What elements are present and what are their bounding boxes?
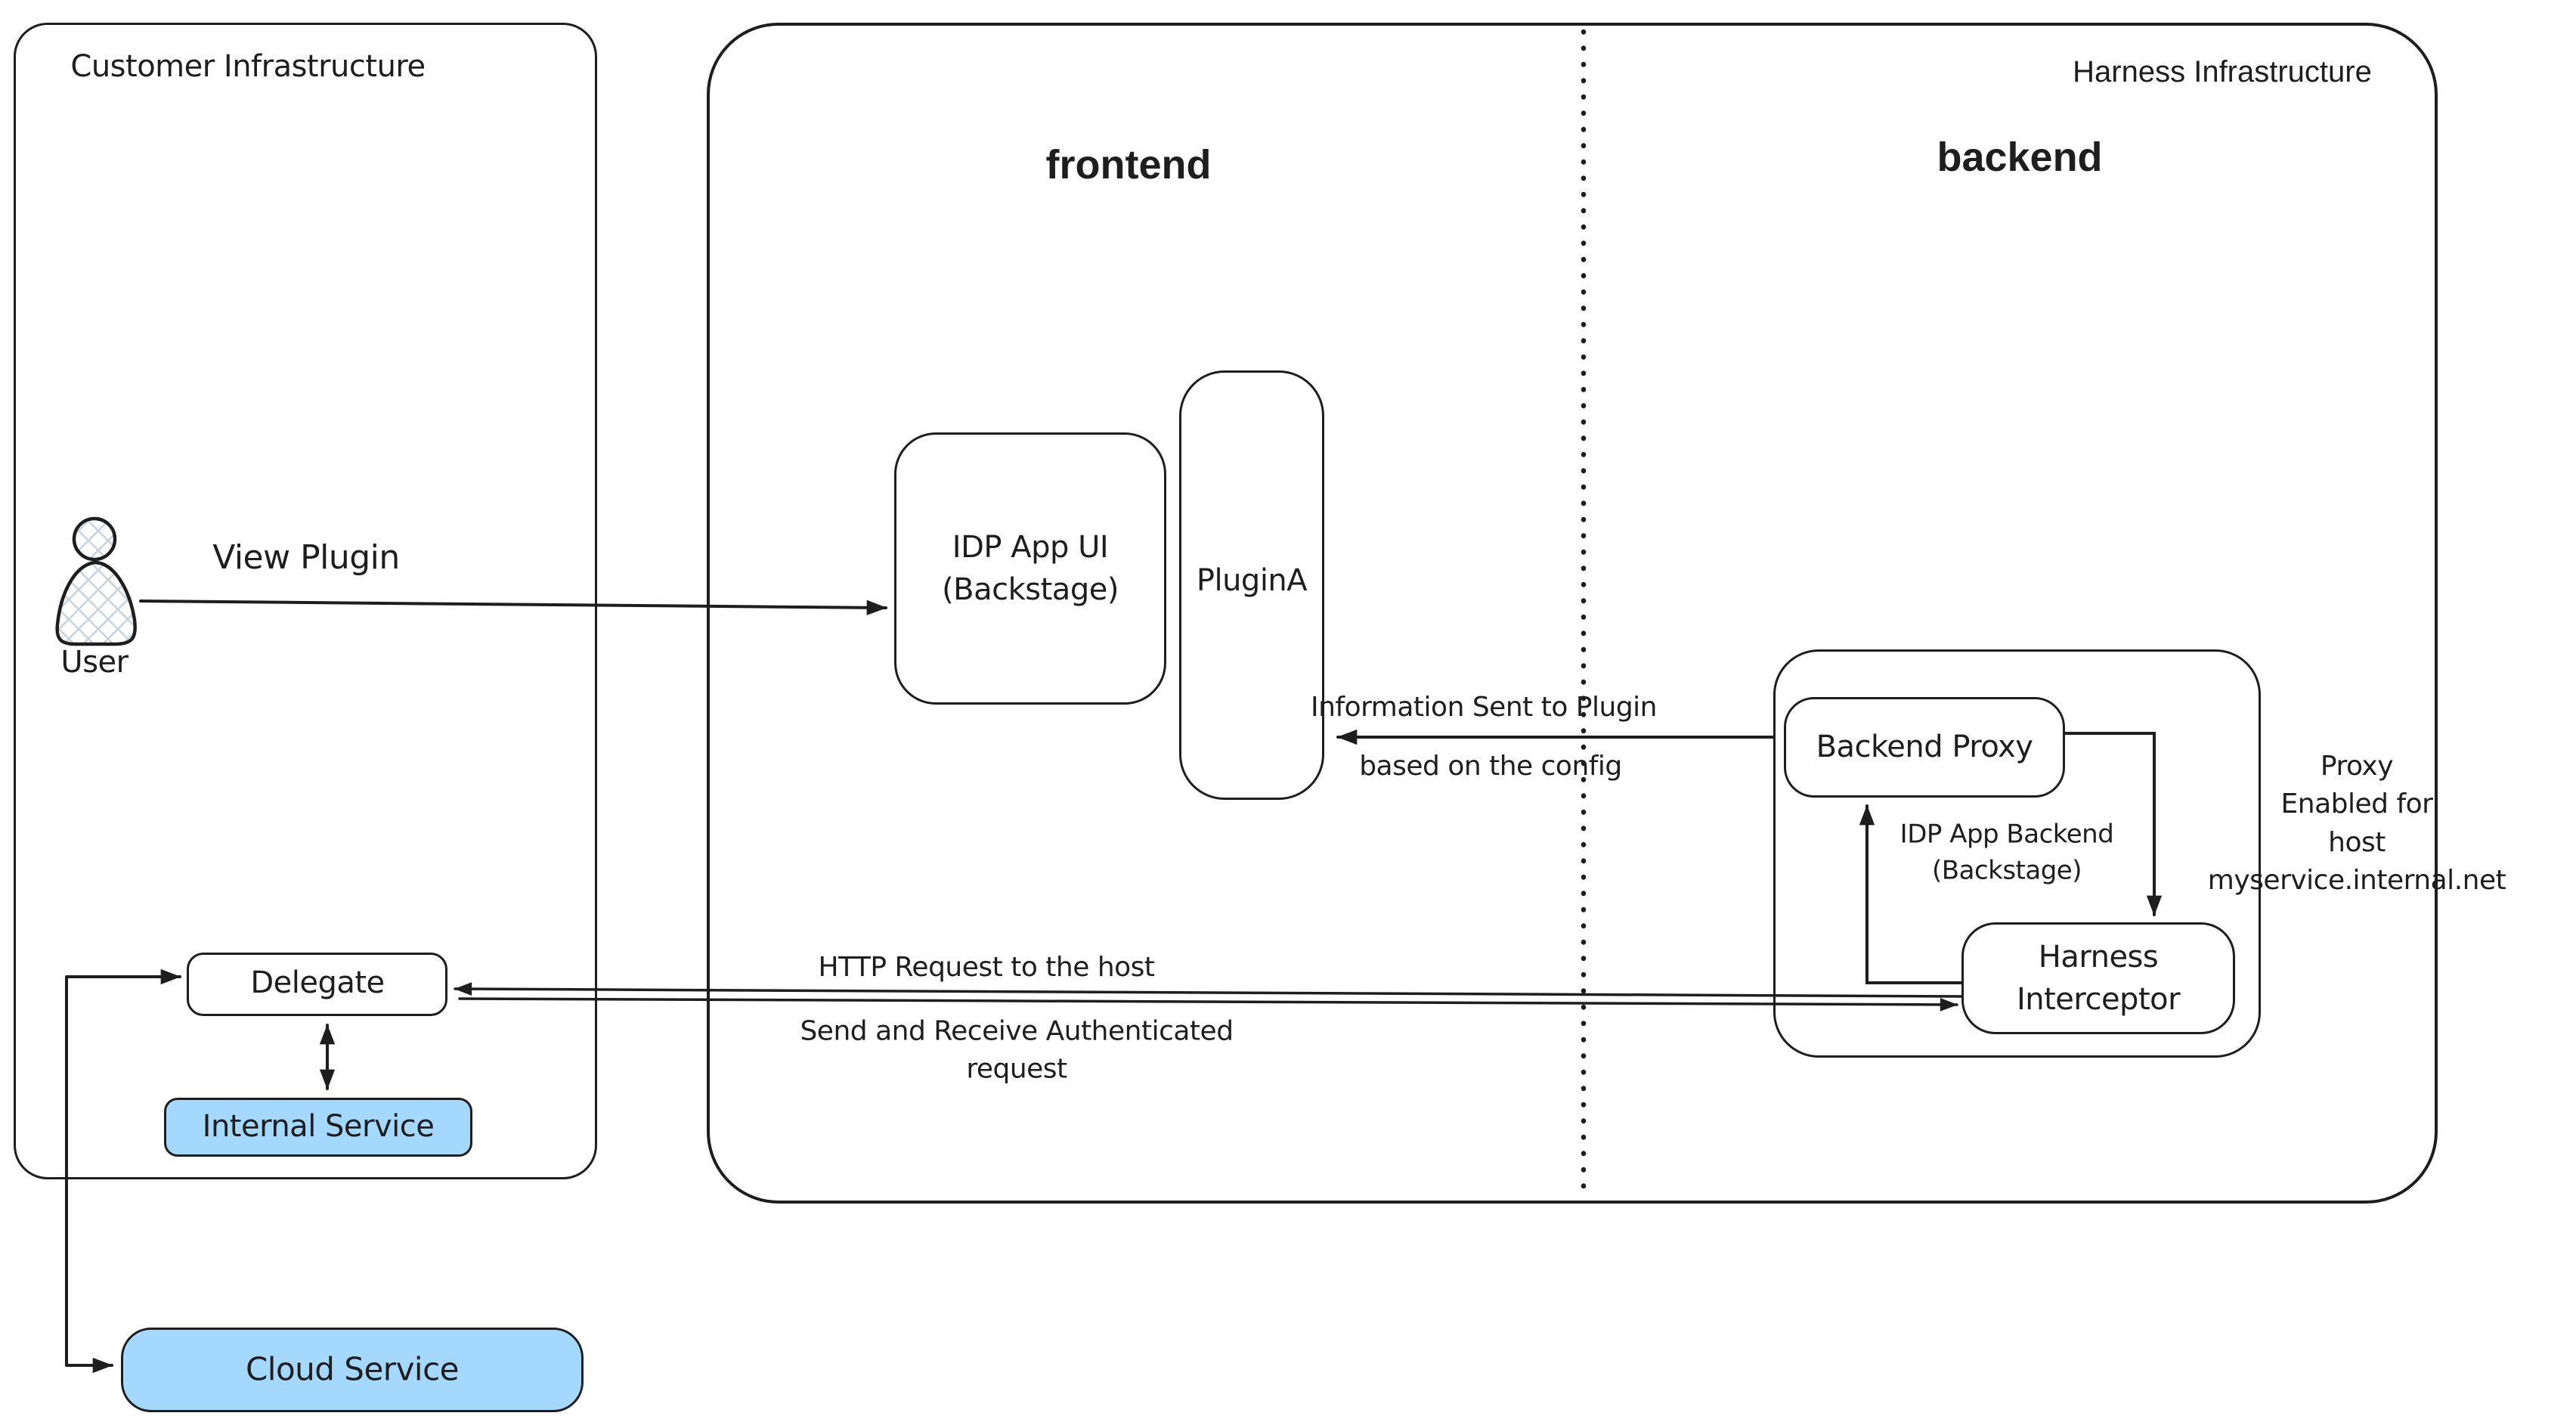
view-plugin-edge-label: View Plugin bbox=[212, 538, 400, 578]
customer-zone-title: Customer Infrastructure bbox=[70, 49, 426, 84]
internal-service-node bbox=[164, 1098, 472, 1157]
plugin-a-node bbox=[1179, 370, 1324, 800]
plugin-a-label: PluginA bbox=[1196, 563, 1308, 598]
harness-zone-title: Harness Infrastructure bbox=[2073, 55, 2372, 88]
backend-heading: backend bbox=[1937, 135, 2103, 181]
backend-group-box bbox=[1773, 649, 2261, 1058]
frontend-heading: frontend bbox=[1045, 142, 1212, 188]
cloud-service-label: Cloud Service bbox=[245, 1350, 460, 1388]
internal-service-label: Internal Service bbox=[202, 1109, 435, 1144]
http-request-edge-label: HTTP Request to the host bbox=[818, 951, 1155, 983]
info-sent-edge-label-line2: based on the config bbox=[1359, 750, 1622, 782]
person-icon bbox=[55, 516, 137, 646]
arrow-http-to-delegate bbox=[454, 982, 1963, 998]
send-receive-edge-label: Send and Receive Authenticated request bbox=[800, 1015, 1234, 1085]
harness-infrastructure-zone bbox=[707, 23, 2438, 1204]
proxy-enabled-edge-label: Proxy Enabled for host myservice.interna… bbox=[2207, 751, 2506, 897]
idp-app-ui-label: IDP App UI (Backstage) bbox=[942, 530, 1119, 607]
user-label: User bbox=[60, 645, 128, 680]
arrow-proxy-to-interceptor bbox=[2064, 732, 2163, 916]
idp-app-backend-edge-label: IDP App Backend (Backstage) bbox=[1899, 819, 2114, 885]
arrow-http-to-interceptor bbox=[458, 997, 1958, 1012]
backend-proxy-label: Backend Proxy bbox=[1816, 730, 2033, 764]
arrow-view-plugin bbox=[139, 600, 887, 615]
delegate-label: Delegate bbox=[250, 965, 385, 1000]
harness-interceptor-label: Harness Interceptor bbox=[2016, 940, 2181, 1017]
backend-proxy-node bbox=[1784, 697, 2065, 798]
arrow-interceptor-to-proxy bbox=[1859, 804, 1963, 984]
cloud-service-node bbox=[121, 1328, 584, 1412]
idp-app-ui-node bbox=[894, 432, 1166, 705]
delegate-node bbox=[187, 953, 447, 1016]
customer-infrastructure-zone bbox=[14, 23, 597, 1179]
info-sent-edge-label-line1: Information Sent to Plugin bbox=[1311, 691, 1658, 723]
arrow-delegate-cloud-service bbox=[65, 968, 181, 1374]
harness-interceptor-node bbox=[1961, 922, 2235, 1034]
